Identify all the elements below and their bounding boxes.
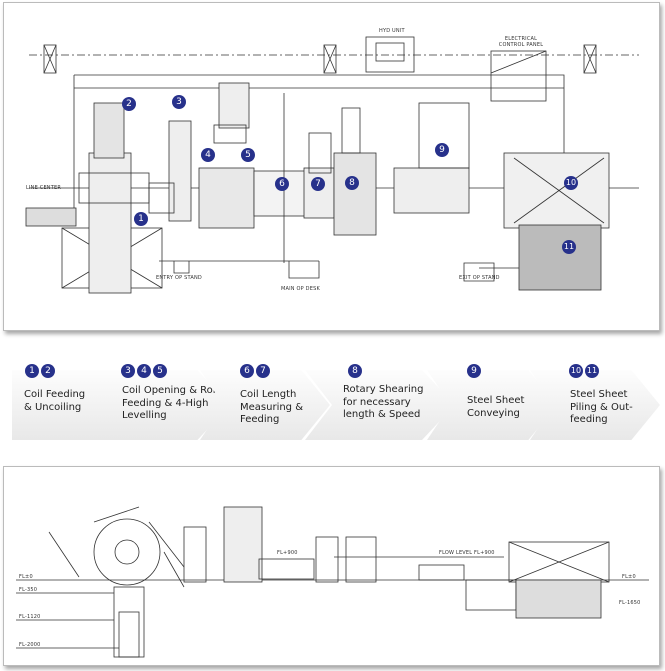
elevation-view-lines	[16, 506, 649, 658]
process-step-2: Coil Opening & Roll Feeding & 4-High Lev…	[82, 370, 230, 440]
label-entry-op-stand: ENTRY OP STAND	[156, 275, 202, 281]
step-4-numbers: 8	[348, 364, 362, 378]
step-label: Coil Opening & Roll Feeding & 4-High Lev…	[122, 385, 219, 421]
number-badge: 8	[348, 364, 362, 378]
level-label: FL-1120	[19, 614, 41, 620]
step-label: Rotary Shearing for necessary length & S…	[343, 384, 424, 420]
marker-3: 3	[172, 95, 186, 109]
marker-11: 11	[562, 240, 576, 254]
process-step-3: Coil Length Measuring & Feeding	[200, 370, 330, 440]
number-badge: 4	[137, 364, 151, 378]
number-badge: 9	[467, 364, 481, 378]
label-hyd-unit: HYD UNIT	[379, 28, 405, 34]
step-1-numbers: 1 2	[25, 364, 55, 378]
marker-7: 7	[311, 177, 325, 191]
process-step-4: Rotary Shearing for necessary length & S…	[305, 370, 455, 440]
elevation-view-drawing: FL±0 FL-350 FL-1120 FL-2000 FL+900 FLOW …	[3, 466, 660, 666]
step-6-numbers: 10 11	[569, 364, 599, 378]
number-badge: 6	[240, 364, 254, 378]
plan-view-drawing: HYD UNIT ELECTRICAL CONTROL PANEL LINE C…	[3, 2, 660, 331]
marker-4: 4	[201, 148, 215, 162]
level-label: FL+900	[277, 550, 298, 556]
process-step-5: Steel Sheet Conveying	[427, 370, 557, 440]
marker-1: 1	[134, 212, 148, 226]
marker-8: 8	[345, 176, 359, 190]
label-exit-op-stand: EXIT OP STAND	[459, 275, 500, 281]
marker-9: 9	[435, 143, 449, 157]
number-badge: 10	[569, 364, 583, 378]
label-main-op-desk: MAIN OP DESK	[281, 286, 320, 292]
number-badge: 5	[153, 364, 167, 378]
marker-2: 2	[122, 97, 136, 111]
marker-5: 5	[241, 148, 255, 162]
level-label: FL-350	[19, 587, 38, 593]
process-step-6: Steel Sheet Piling & Out-feeding	[530, 370, 660, 440]
level-label: FL-2000	[19, 642, 41, 648]
level-label: FL±0	[622, 574, 636, 580]
number-badge: 11	[585, 364, 599, 378]
label-line-center: LINE CENTER	[26, 185, 62, 191]
number-badge: 3	[121, 364, 135, 378]
step-3-numbers: 6 7	[240, 364, 270, 378]
step-5-numbers: 9	[467, 364, 481, 378]
step-label: Coil Length Measuring & Feeding	[240, 389, 304, 425]
plan-view-lines	[25, 36, 639, 294]
label-electrical-control-panel: ELECTRICAL CONTROL PANEL	[498, 36, 544, 48]
number-badge: 2	[41, 364, 55, 378]
marker-6: 6	[275, 177, 289, 191]
level-label: FL±0	[19, 574, 33, 580]
number-badge: 1	[25, 364, 39, 378]
step-label: Steel Sheet Conveying	[467, 395, 525, 419]
marker-10: 10	[564, 176, 578, 190]
step-label: Coil Feeding & Uncoiling	[24, 389, 86, 413]
number-badge: 7	[256, 364, 270, 378]
level-label: FL-1650	[619, 600, 641, 606]
level-label: FLOW LEVEL FL+900	[439, 550, 495, 556]
step-label: Steel Sheet Piling & Out-feeding	[570, 389, 633, 425]
step-2-numbers: 3 4 5	[121, 364, 167, 378]
